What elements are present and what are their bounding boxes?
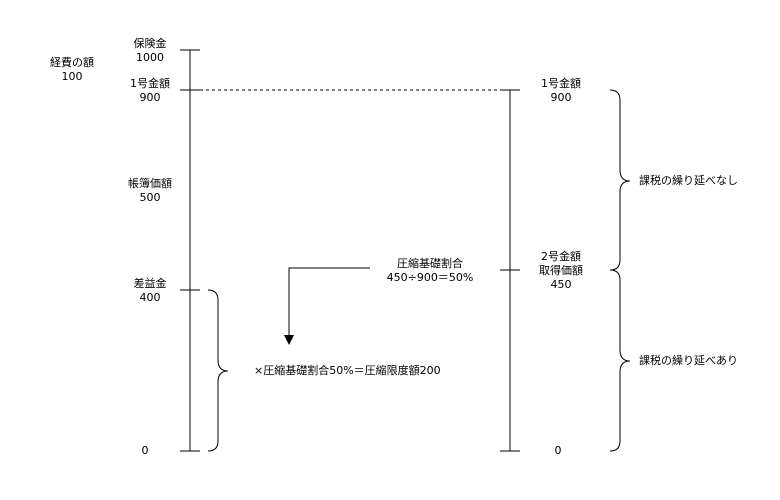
- right-no1-label: 1号金額 900: [531, 77, 591, 105]
- left-zero-value: 0: [141, 444, 149, 457]
- compression-ratio-label: 圧縮基礎割合 450÷900＝50%: [370, 257, 490, 285]
- lower-brace: [609, 269, 631, 452]
- right-no1-value: 900: [550, 91, 572, 104]
- deferral-label: 課税の繰り延べあり: [639, 354, 738, 367]
- book-value-label: 帳簿価額 500: [120, 177, 180, 205]
- gain-title: 差益金: [133, 277, 167, 290]
- no-deferral-label: 課税の繰り延べなし: [639, 174, 738, 187]
- gain-label: 差益金 400: [120, 277, 180, 305]
- right-no2-value: 450: [550, 278, 572, 291]
- left-zero-label: 0: [130, 444, 160, 458]
- gain-brace: [207, 289, 229, 452]
- insurance-title: 保険金: [133, 37, 167, 50]
- right-no2-title: 2号金額: [541, 250, 581, 263]
- expense-title: 経費の額: [50, 56, 94, 69]
- expense-value: 100: [61, 70, 83, 83]
- left-no1-value: 900: [139, 91, 161, 104]
- upper-brace: [609, 89, 631, 271]
- compression-limit-text: ×圧縮基礎割合50%＝圧縮限度額200: [254, 364, 441, 377]
- book-value-title: 帳簿価額: [128, 177, 172, 190]
- compression-ratio-formula: 450÷900＝50%: [386, 271, 474, 284]
- right-zero-value: 0: [554, 444, 562, 457]
- ratio-arrow: [284, 267, 370, 345]
- book-value-value: 500: [139, 191, 161, 204]
- left-no1-title: 1号金額: [130, 77, 170, 90]
- insurance-value: 1000: [136, 51, 164, 64]
- gain-value: 400: [139, 291, 161, 304]
- left-no1-label: 1号金額 900: [120, 77, 180, 105]
- right-acquisition-title: 取得価額: [539, 264, 583, 277]
- insurance-label: 保険金 1000: [120, 37, 180, 65]
- right-no1-title: 1号金額: [541, 77, 581, 90]
- compression-ratio-title: 圧縮基礎割合: [397, 257, 463, 270]
- right-zero-label: 0: [543, 444, 573, 458]
- expense-label: 経費の額 100: [38, 56, 106, 84]
- right-no2-label: 2号金額 取得価額 450: [531, 250, 591, 292]
